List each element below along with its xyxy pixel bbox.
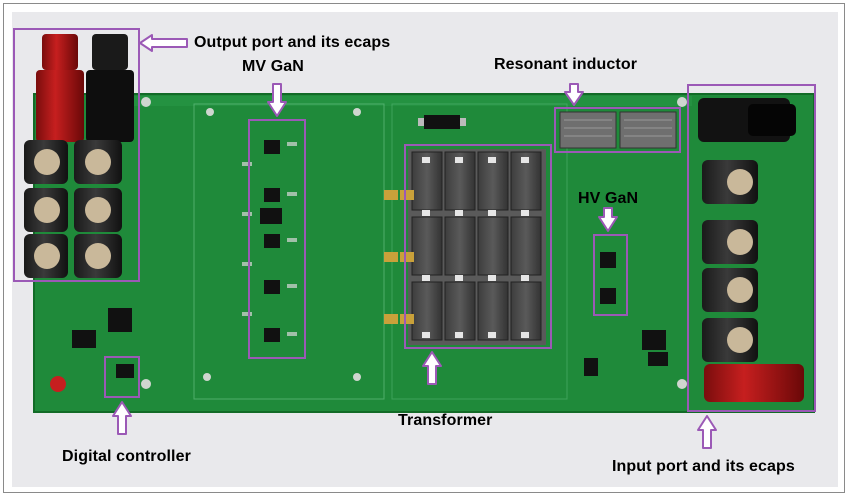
hv-gan-box — [593, 234, 628, 316]
outline-arrow-icon — [422, 351, 442, 385]
transformer-box — [404, 144, 552, 349]
hv-gan-devices — [600, 252, 616, 304]
image-frame — [3, 3, 845, 493]
pcb-board — [33, 93, 815, 413]
outline-arrow-icon — [564, 83, 584, 106]
hv-gan-label: HV GaN — [578, 190, 639, 207]
input-port-label: Input port and its ecaps — [612, 458, 795, 475]
outline-arrow-icon — [112, 401, 132, 435]
transformer-label: Transformer — [398, 412, 493, 429]
output-port-label: Output port and its ecaps — [194, 34, 391, 51]
resonant-inductor-box — [554, 107, 681, 153]
mv-gan-label: MV GaN — [242, 58, 304, 75]
outline-arrow-icon — [697, 415, 717, 449]
pcb-illustration — [13, 28, 816, 449]
outline-arrow-icon — [598, 207, 618, 232]
pcb-photo: Output port and its ecaps MV GaN Resonan… — [12, 12, 838, 487]
digital-controller-box — [104, 356, 140, 398]
resonant-inductor-label: Resonant inductor — [494, 56, 638, 73]
output-port-box — [13, 28, 140, 282]
outline-arrow-icon — [139, 34, 188, 52]
outline-arrow-icon — [267, 83, 287, 117]
input-port-box — [687, 84, 816, 412]
digital-controller-label: Digital controller — [62, 448, 191, 465]
resonant-inductor-coils — [559, 111, 677, 149]
mv-gan-box — [248, 119, 306, 359]
mv-gan-devices — [260, 140, 282, 342]
